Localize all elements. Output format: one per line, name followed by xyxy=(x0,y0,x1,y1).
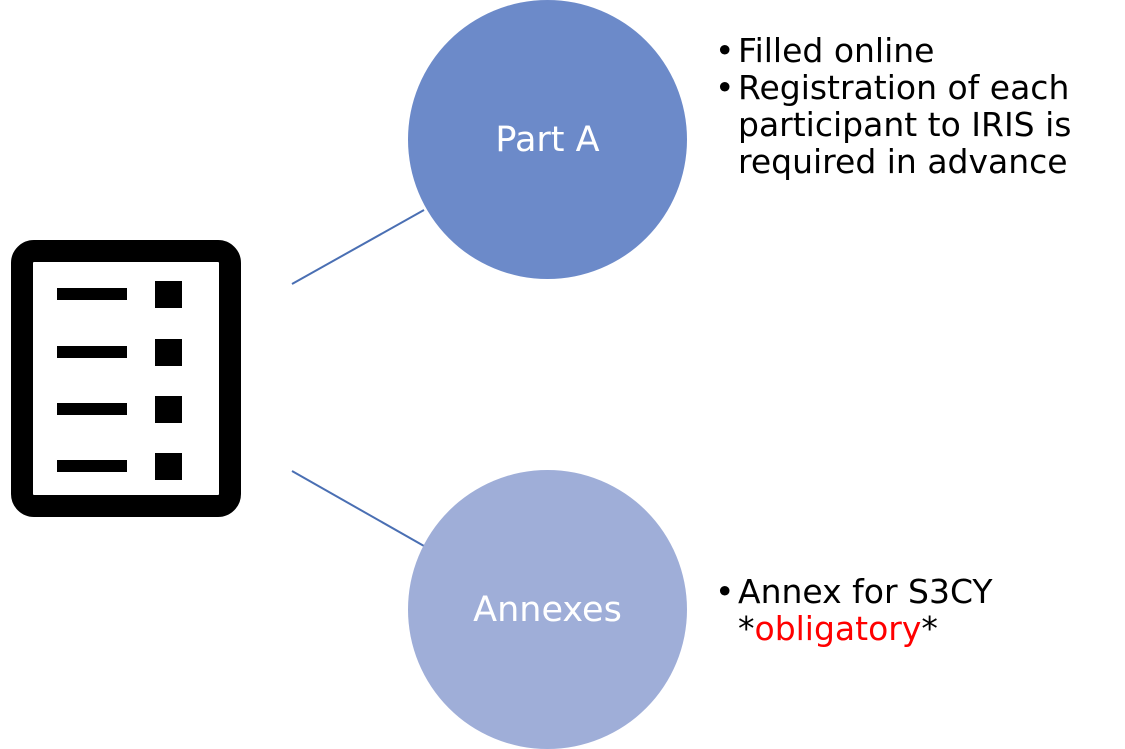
checklist-box-2 xyxy=(155,339,182,366)
annexes-note-prefix: * xyxy=(738,609,755,648)
bullet-icon: • xyxy=(715,68,735,107)
annexes-bullet-list: • Annex for S3CY *obligatory* xyxy=(715,573,1120,647)
part-a-bullet-2-text: Registration of each participant to IRIS… xyxy=(738,68,1072,181)
annexes-node: Annexes xyxy=(408,470,687,749)
annexes-note-obligatory: obligatory xyxy=(754,609,922,648)
part-a-label: Part A xyxy=(495,119,600,160)
annexes-bullet-1-text: Annex for S3CY xyxy=(738,572,993,611)
checklist-box-3 xyxy=(155,396,182,423)
annexes-label: Annexes xyxy=(473,589,622,630)
checklist-box-1 xyxy=(155,281,182,308)
connector-annexes xyxy=(291,470,425,547)
bullet-icon: • xyxy=(715,572,735,611)
part-a-bullet-list: • Filled online • Registration of each p… xyxy=(715,32,1120,180)
checklist-line-4 xyxy=(57,460,127,472)
bullet-icon: • xyxy=(715,31,735,70)
checklist-line-3 xyxy=(57,403,127,415)
annexes-bullet-1: • Annex for S3CY *obligatory* xyxy=(715,573,1120,647)
annexes-note-suffix: * xyxy=(921,609,938,648)
part-a-bullet-1: • Filled online xyxy=(715,32,1120,69)
checklist-document-icon xyxy=(11,240,241,517)
connector-part-a xyxy=(291,209,425,285)
checklist-line-2 xyxy=(57,346,127,358)
checklist-box-4 xyxy=(155,453,182,480)
part-a-node: Part A xyxy=(408,0,687,279)
part-a-bullet-1-text: Filled online xyxy=(738,31,935,70)
part-a-bullet-2: • Registration of each participant to IR… xyxy=(715,69,1120,180)
document-frame xyxy=(11,240,241,517)
checklist-line-1 xyxy=(57,288,127,300)
